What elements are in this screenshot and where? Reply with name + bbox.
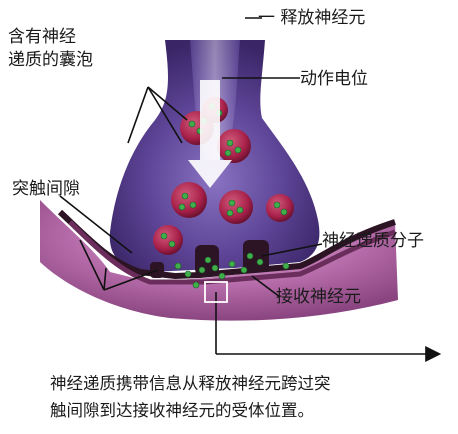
presynaptic-label: 一 释放神经元 — [258, 7, 365, 30]
caption-line2: 触间隙到达接收神经元的受体位置。 — [50, 397, 450, 424]
postsynaptic-label: 接收神经元 — [276, 286, 361, 309]
vesicles-label-line1: 含有神经 — [8, 26, 93, 49]
action-potential-label: 动作电位 — [300, 68, 368, 91]
synaptic-cleft-label: 突触间隙 — [12, 178, 80, 201]
caption: 神经递质携带信息从释放神经元跨过突 触间隙到达接收神经元的受体位置。 — [50, 370, 450, 424]
vesicles-label: 含有神经 递质的囊泡 — [8, 26, 93, 72]
caption-line1: 神经递质携带信息从释放神经元跨过突 — [50, 370, 450, 397]
vesicles-label-line2: 递质的囊泡 — [8, 49, 93, 72]
neurotransmitter-label: 神经递质分子 — [322, 230, 424, 253]
